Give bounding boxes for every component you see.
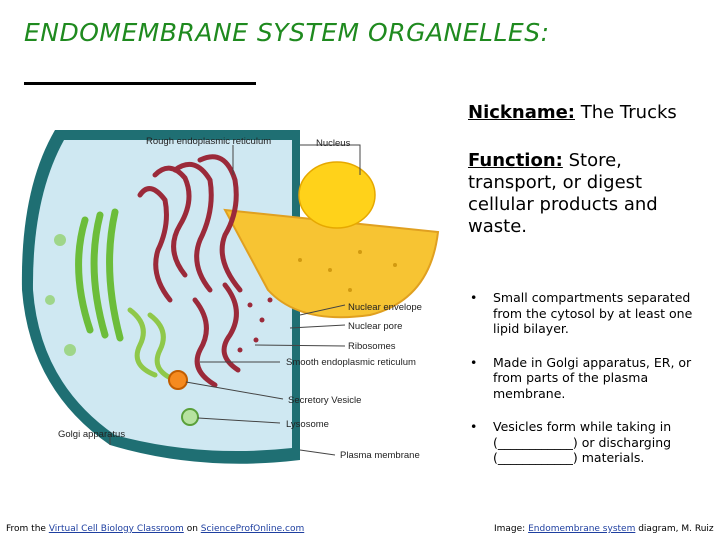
label-nucleus: Nucleus: [316, 138, 351, 149]
rough-er: [137, 154, 243, 388]
image-credit-prefix: Image:: [494, 524, 526, 534]
nucleus-body: [223, 208, 440, 319]
label-nuclear-envelope: Nuclear envelope: [348, 302, 422, 313]
bullet-text: Vesicles form while taking in (_________…: [493, 419, 672, 465]
smooth-er: [127, 307, 178, 383]
bullet-item: • Small compartments separated from the …: [470, 290, 710, 337]
bullet-list: • Small compartments separated from the …: [470, 290, 710, 484]
scienceprof-link[interactable]: ScienceProfOnline.com: [200, 524, 305, 534]
label-golgi: Golgi apparatus: [58, 429, 125, 440]
label-ribosomes: Ribosomes: [348, 341, 396, 352]
label-plasma-membrane: Plasma membrane: [340, 450, 420, 461]
title-blank-line: [24, 82, 256, 85]
label-lysosome: Lysosome: [286, 419, 329, 430]
golgi-apparatus: [75, 208, 124, 342]
endomembrane-diagram: Rough endoplasmic reticulum Nucleus Nucl…: [21, 130, 440, 464]
function-label: Function:: [468, 150, 563, 171]
bullet-text: Small compartments separated from the cy…: [493, 290, 693, 336]
nickname-line: Nickname: The Trucks: [468, 102, 677, 123]
slide-title: ENDOMEMBRANE SYSTEM ORGANELLES:: [24, 18, 550, 47]
bullet-dot: •: [470, 354, 478, 370]
nickname-label: Nickname:: [468, 102, 575, 123]
label-nuclear-pore: Nuclear pore: [348, 321, 402, 332]
image-credit: Image: Endomembrane system diagram, M. R…: [494, 524, 714, 534]
endomembrane-link[interactable]: Endomembrane system: [528, 524, 636, 534]
label-rough-er: Rough endoplasmic reticulum: [146, 136, 271, 147]
label-secretory-vesicle: Secretory Vesicle: [288, 395, 361, 406]
bullet-item: • Vesicles form while taking in (_______…: [470, 419, 710, 466]
nickname-value: The Trucks: [580, 102, 677, 123]
function-value: Store, transport, or digest cellular pro…: [468, 150, 658, 237]
bullet-item: • Made in Golgi apparatus, ER, or from p…: [470, 355, 710, 402]
function-block: Function: Store, transport, or digest ce…: [468, 150, 678, 238]
bullet-text: Made in Golgi apparatus, ER, or from par…: [493, 354, 692, 401]
secretory-vesicle: [168, 370, 188, 390]
footer-prefix: From the: [6, 524, 46, 534]
bullet-dot: •: [470, 290, 478, 305]
label-smooth-er: Smooth endoplasmic reticulum: [286, 357, 416, 368]
nucleolus: [298, 161, 376, 229]
virtual-cell-link[interactable]: Virtual Cell Biology Classroom: [48, 524, 184, 534]
lysosome: [181, 408, 199, 426]
bullet-dot: •: [470, 419, 478, 434]
footer-credit: From the Virtual Cell Biology Classroom …: [6, 524, 304, 534]
image-credit-suffix: diagram, M. Ruiz: [638, 524, 714, 534]
footer-mid: on: [186, 524, 198, 534]
